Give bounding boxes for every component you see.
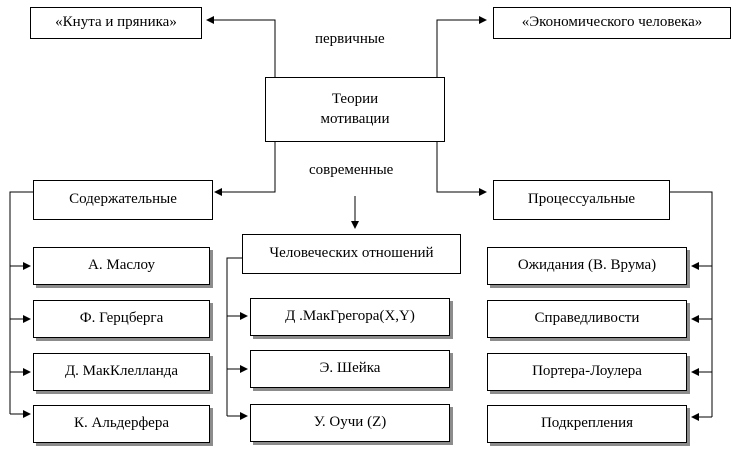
item-label: Д .МакГрегора(X,Y) (285, 308, 415, 325)
process-theories-label: Процессуальные (527, 191, 636, 208)
list-item-porter-lawler: Портера-Лоулера (487, 353, 687, 391)
list-item-maslow: А. Маслоу (33, 247, 210, 285)
item-label: Э. Шейка (319, 360, 381, 377)
list-item-mcclelland: Д. МакКлелланда (33, 353, 210, 391)
list-item-schein: Э. Шейка (250, 350, 450, 388)
item-label: А. Маслоу (88, 257, 155, 274)
item-label: Ожидания (В. Врума) (517, 257, 657, 274)
item-label: К. Альдерфера (74, 415, 169, 432)
process-theories-box: Процессуальные (493, 180, 670, 220)
center-title-line1: Теории (331, 91, 379, 107)
kuta-i-pryanika-label: «Кнута и пряника» (55, 14, 177, 31)
item-label: Д. МакКлелланда (64, 363, 179, 380)
center-box: Теории мотивации (265, 77, 445, 142)
modern-label: современные (309, 162, 394, 178)
human-relations-label: Человеческих отношений (269, 245, 434, 262)
list-item-herzberg: Ф. Герцберга (33, 300, 210, 338)
list-item-equity: Справедливости (487, 300, 687, 338)
item-label: Портера-Лоулера (532, 363, 642, 380)
item-label: Ф. Герцберга (79, 310, 164, 327)
economic-man-label: «Экономического человека» (521, 14, 703, 31)
center-title-line2: мотивации (320, 110, 390, 127)
human-relations-box: Человеческих отношений (242, 234, 461, 274)
kuta-i-pryanika-box: «Кнута и пряника» (30, 7, 202, 39)
list-item-alderfer: К. Альдерфера (33, 405, 210, 443)
item-label: Подкрепления (540, 415, 634, 432)
list-item-ouchi: У. Оучи (Z) (250, 404, 450, 442)
item-label: У. Оучи (Z) (313, 414, 387, 431)
primary-label: первичные (315, 31, 385, 47)
economic-man-box: «Экономического человека» (493, 7, 731, 39)
content-theories-label: Содержательные (69, 191, 177, 208)
list-item-reinforcement: Подкрепления (487, 405, 687, 443)
list-item-mcgregor: Д .МакГрегора(X,Y) (250, 298, 450, 336)
item-label: Справедливости (534, 310, 640, 327)
list-item-vroom: Ожидания (В. Врума) (487, 247, 687, 285)
content-theories-box: Содержательные (33, 180, 213, 220)
